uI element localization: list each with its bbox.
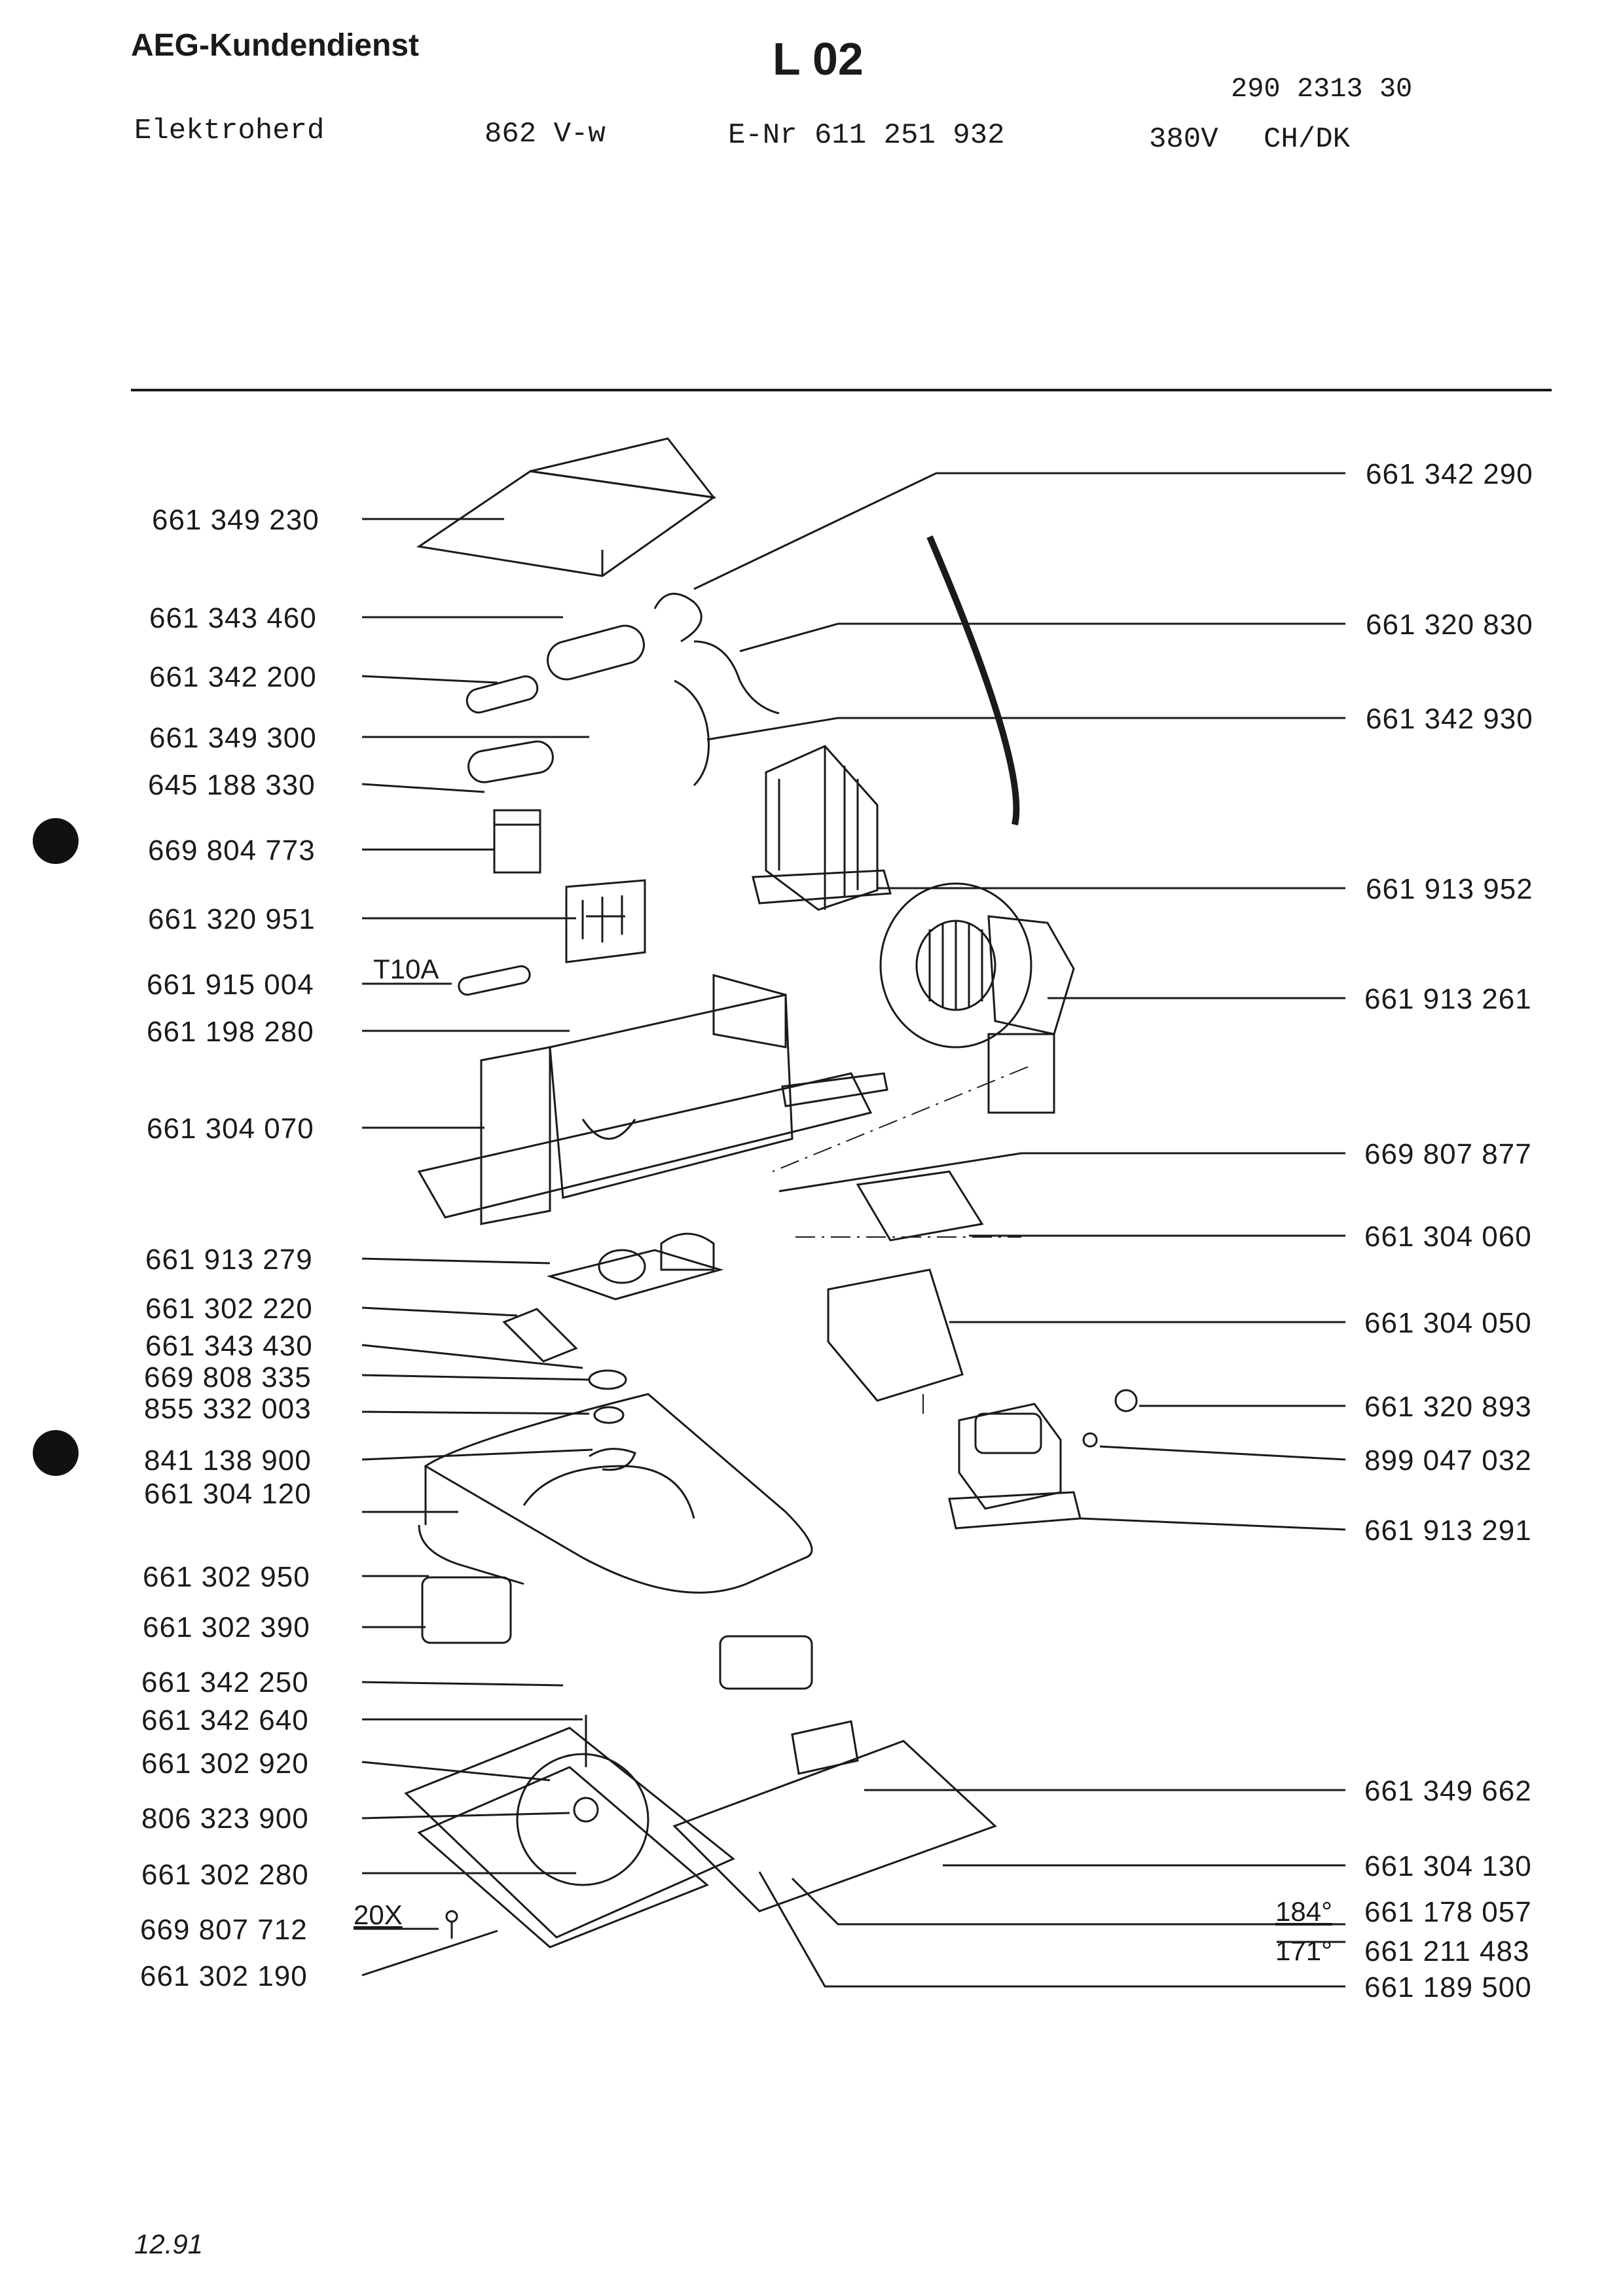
part-number-left: 661 302 920 [141,1748,309,1780]
leader-lines-left [354,518,593,1977]
part-number-right: 661 349 662 [1364,1775,1532,1807]
sheet-code: L 02 [773,33,864,84]
part-number-left: 855 332 003 [144,1393,312,1425]
part-number-left: 661 320 951 [148,903,316,935]
part-number-left: 661 342 250 [141,1666,309,1698]
turntable-plate-icon [516,1715,649,1886]
temperature-high-label: 184° [1275,1896,1332,1927]
part-number-left: 661 343 460 [149,602,317,634]
part-number-left: 661 302 950 [143,1561,310,1593]
chassis-frame-icon [417,974,888,1225]
fuse-rating-label: T10A [373,954,439,984]
voltage: 380V [1149,123,1218,156]
part-number-right: 661 320 893 [1364,1391,1532,1423]
part-number-left: 841 138 900 [144,1444,312,1477]
part-number-right: 661 913 952 [1366,873,1533,905]
part-number-right: 669 807 877 [1364,1138,1532,1170]
part-number-left: 661 304 070 [147,1113,314,1145]
wire-harness-icon [653,592,780,787]
part-number-left: 669 808 335 [144,1361,312,1393]
part-number-left: 661 302 220 [145,1293,313,1325]
part-number-left: 669 804 773 [148,834,316,867]
bottom-tray-icon [404,1727,735,1948]
part-number-left: 661 913 279 [145,1244,313,1276]
part-number-right: 661 304 050 [1364,1307,1532,1339]
part-number-right: 661 304 060 [1364,1221,1532,1253]
base-plate-icon [672,1720,997,1912]
thermostat-icon [1114,1389,1138,1412]
part-number-right: 661 342 290 [1366,458,1533,490]
part-number-right: 661 913 291 [1364,1515,1532,1547]
screw-count-label: 20X [354,1899,403,1930]
relay-icon [493,809,541,874]
part-number-right: 661 178 057 [1364,1896,1532,1928]
header-divider [131,389,1552,391]
part-number-right: 661 342 930 [1366,703,1533,735]
alignment-lines [772,1066,1029,1420]
blower-fan-icon [879,882,1075,1114]
screw-small-icon [445,1910,458,1939]
transformer-icon [752,745,892,911]
circuit-board-icon [565,879,646,963]
screw-icon [1082,1432,1098,1448]
part-number-left: 661 342 640 [141,1704,309,1736]
turntable-motor-icon [546,1232,724,1300]
doc-number: 290 2313 30 [1231,73,1413,105]
cover-plate-icon [416,437,716,577]
part-number-left: 661 302 280 [141,1859,309,1891]
part-number-left: 669 807 712 [140,1914,308,1946]
punch-hole-top [33,818,79,864]
part-number-left: 806 323 900 [141,1803,309,1835]
bracket-icon [502,1308,636,1471]
part-number-left: 661 302 190 [140,1960,308,1992]
part-number-left: 645 188 330 [148,769,316,801]
capacitor-icon [465,624,645,783]
part-number-right: 661 913 261 [1364,983,1532,1015]
part-number-right: 661 320 830 [1366,609,1533,641]
oven-cavity-roof-icon [418,1393,813,1594]
part-number-left: 661 349 230 [152,504,319,536]
part-number-right: 661 211 483 [1364,1935,1530,1967]
part-number-right: 661 304 130 [1364,1850,1532,1882]
temperature-low-label: 171° [1275,1935,1332,1966]
door-seal-rod-icon [926,535,1020,826]
e-number: E-Nr 611 251 932 [728,119,1005,152]
air-duct-icon [827,1170,984,1402]
model-number: 862 V-w [484,118,606,151]
country-code: CH/DK [1264,123,1351,156]
product-name: Elektroherd [134,115,325,147]
part-number-left: 661 915 004 [147,969,314,1001]
part-number-left: 661 342 200 [149,661,317,693]
part-number-left: 661 198 280 [147,1016,314,1048]
fuse-icon [458,965,531,996]
insulation-pad-icon [421,1576,813,1690]
part-number-left: 661 304 120 [144,1478,312,1510]
print-date: 12.91 [134,2229,204,2259]
brand-title: AEG-Kundendienst [131,28,419,63]
part-number-left: 661 349 300 [149,722,317,754]
part-number-right: 899 047 032 [1364,1444,1532,1477]
part-number-left: 661 343 430 [145,1330,313,1362]
part-number-left: 661 302 390 [143,1611,310,1643]
part-number-right: 661 189 500 [1364,1971,1532,2003]
punch-hole-bottom [33,1430,79,1476]
magnetron-icon [948,1403,1082,1530]
leader-lines-right [693,472,1346,1988]
